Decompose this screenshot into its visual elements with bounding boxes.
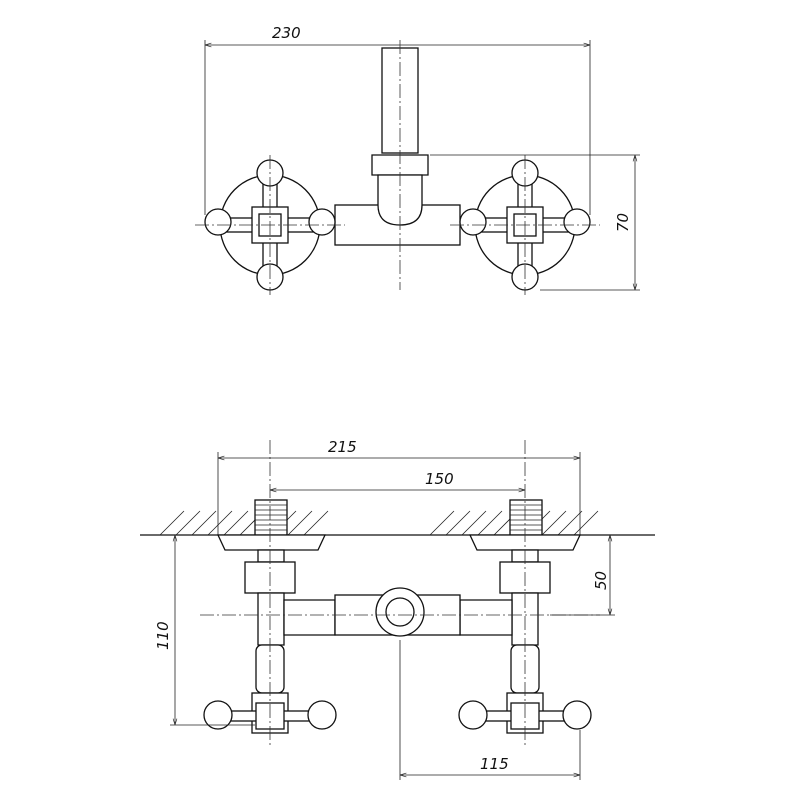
wall-hatch-left [159, 510, 329, 536]
dim-215-label: 215 [328, 438, 357, 456]
spout-nut [371, 154, 429, 176]
left-flange [216, 534, 327, 551]
right-flange [468, 534, 582, 551]
right-cross-handle [449, 154, 601, 296]
dim-50-label: 50 [592, 571, 610, 590]
dim-110-label: 110 [154, 621, 172, 650]
dim-230-label: 230 [272, 24, 301, 42]
left-cross-handle [194, 154, 346, 296]
dim-70-label: 70 [614, 213, 632, 232]
dim-150-label: 150 [425, 470, 454, 488]
dim-115-label: 115 [480, 755, 509, 773]
bottom-view: 215 150 50 110 115 [140, 438, 655, 780]
top-view: 230 70 [194, 24, 640, 296]
